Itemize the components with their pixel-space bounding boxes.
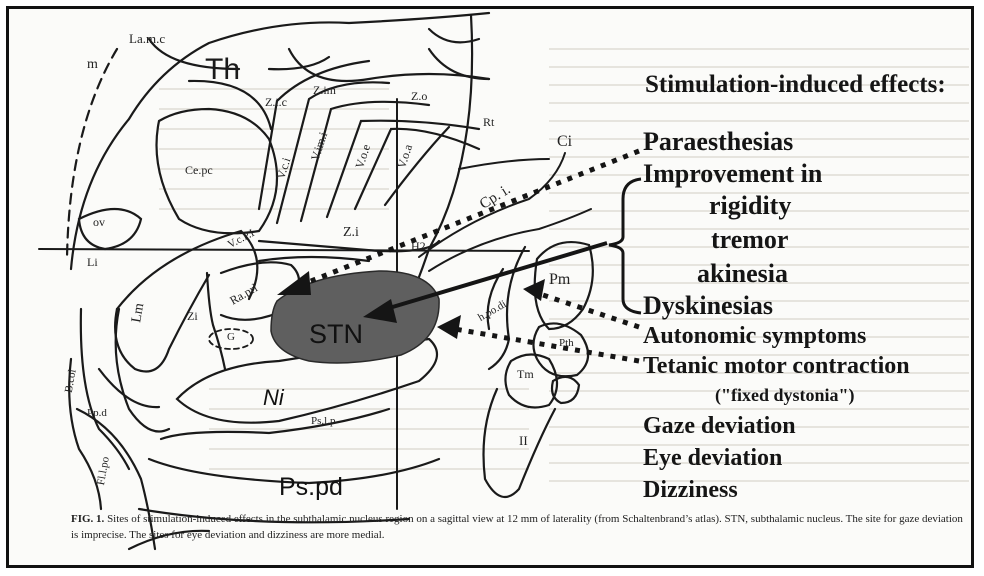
effect-eye-deviation: Eye deviation	[643, 445, 782, 472]
effects-heading: Stimulation-induced effects:	[645, 71, 946, 99]
effect-tremor: tremor	[711, 225, 788, 255]
effect-autonomic: Autonomic symptoms	[643, 323, 866, 350]
caption-text: Sites of stimulation-induced effects in …	[71, 513, 963, 541]
label-g: G	[227, 331, 235, 343]
label-ov: ov	[93, 215, 105, 230]
label-la-mc: La.m.c	[129, 31, 165, 47]
label-ps-lp: Ps.l.p	[311, 415, 335, 427]
label-zo: Z.o	[411, 89, 427, 104]
reference-line	[39, 249, 529, 251]
figure-caption: FIG. 1. Sites of stimulation-induced eff…	[71, 511, 971, 543]
arrowhead-paraesthesias	[277, 271, 311, 295]
label-li: Li	[87, 255, 98, 270]
ce-pc-outline	[157, 109, 278, 233]
effect-rigidity: rigidity	[709, 191, 791, 221]
label-lm: Lm	[129, 302, 148, 324]
thalamus-outline	[71, 13, 489, 269]
label-pth: Pth	[559, 337, 574, 349]
effect-gaze-deviation: Gaze deviation	[643, 413, 796, 440]
label-rt: Rt	[483, 115, 494, 130]
label-ii: II	[519, 433, 528, 449]
effect-improvement: Improvement in	[643, 159, 822, 189]
caption-label: FIG. 1.	[71, 513, 104, 525]
label-zic: Z.i.c	[265, 95, 287, 110]
arrow-tetanic	[455, 329, 639, 361]
label-zi-small: Zi	[187, 309, 198, 324]
effect-tetanic: Tetanic motor contraction	[643, 353, 910, 380]
label-ci: Ci	[557, 133, 572, 151]
label-zi: Z.i	[343, 225, 359, 241]
label-zim: Z.im	[313, 83, 336, 98]
label-h2: H2	[411, 239, 426, 254]
dashed-boundary	[67, 49, 117, 259]
figure-frame: La.m.c m Th Z.i.c Z.im Z.o Rt Ce.pc V.c.…	[6, 6, 974, 568]
effect-akinesia: akinesia	[697, 259, 788, 289]
label-ce-pc: Ce.pc	[185, 163, 213, 178]
effect-fixed-dystonia: ("fixed dystonia")	[715, 385, 855, 406]
label-thalamus: Th	[205, 53, 240, 87]
label-ni: Ni	[263, 385, 284, 411]
effect-dyskinesias: Dyskinesias	[643, 291, 773, 321]
label-pm: Pm	[549, 271, 570, 289]
label-ps-pd: Ps.pd	[279, 473, 343, 502]
label-m: m	[87, 57, 98, 73]
bleed-through-text	[159, 49, 969, 481]
label-tm: Tm	[517, 367, 534, 382]
effect-dizziness: Dizziness	[643, 477, 738, 504]
label-pp-d: Pp.d	[87, 407, 107, 419]
arrowhead-tetanic	[437, 315, 461, 339]
label-stn: STN	[309, 319, 363, 350]
effect-paraesthesias: Paraesthesias	[643, 127, 793, 157]
